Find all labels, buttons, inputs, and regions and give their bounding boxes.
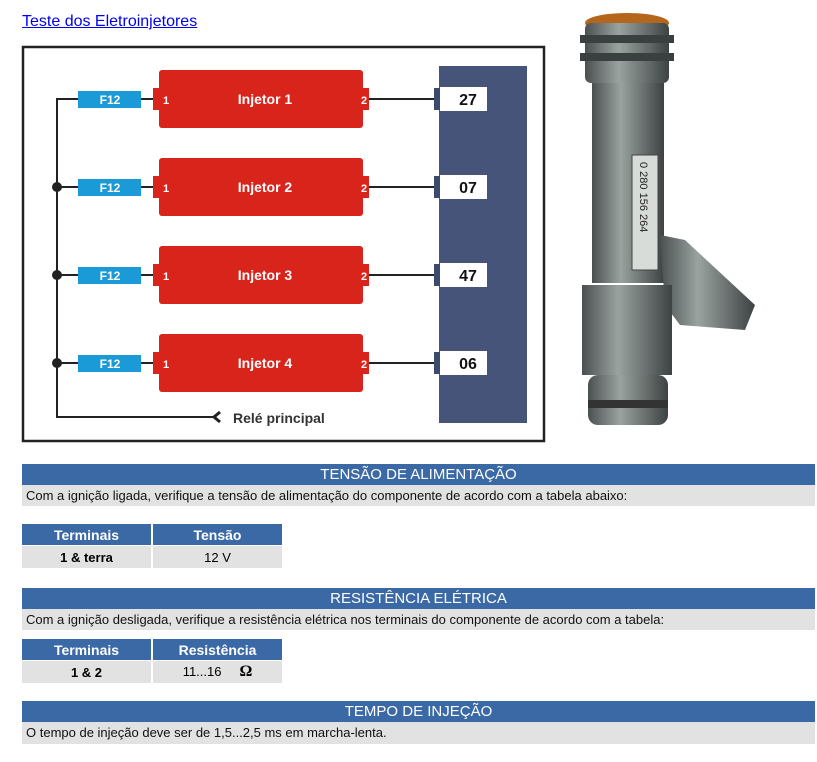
injector-1 xyxy=(159,70,363,128)
ecu-pin-box xyxy=(440,87,487,111)
cell-resistencia: 11...16 Ω xyxy=(152,660,284,683)
ecu-pin-label: 07 xyxy=(459,180,477,197)
cell-terminais: 1 & terra xyxy=(22,545,153,568)
fuse-label: F12 xyxy=(100,269,121,283)
resistencia-header: RESISTÊNCIA ELÉTRICA xyxy=(22,588,815,609)
pin-2-label: 2 xyxy=(361,271,367,283)
fuse-f12 xyxy=(78,179,141,196)
ecu-pin-label: 27 xyxy=(459,92,477,109)
relay-label: Relé principal xyxy=(233,410,325,426)
injector-label: Injetor 2 xyxy=(238,179,293,195)
cell-tensao: 12 V xyxy=(152,545,284,568)
pin-2-label: 2 xyxy=(361,359,367,371)
fuse-label: F12 xyxy=(100,181,121,195)
table-row: 1 & 2 11...16 Ω xyxy=(22,660,284,683)
pin-2-label: 2 xyxy=(361,183,367,195)
injector-3 xyxy=(159,246,363,304)
title-link[interactable]: Teste dos Eletroinjetores xyxy=(22,13,198,30)
resistance-value: 11...16 xyxy=(182,664,222,679)
col-resistencia: Resistência xyxy=(152,639,284,661)
fuse-label: F12 xyxy=(100,93,121,107)
ohm-unit: Ω xyxy=(239,663,253,680)
pin-1-label: 1 xyxy=(163,183,169,195)
injector-label: Injetor 1 xyxy=(238,91,293,107)
tensao-header: TENSÃO DE ALIMENTAÇÃO xyxy=(22,464,815,485)
fuse-f12 xyxy=(78,267,141,284)
col-tensao: Tensão xyxy=(152,524,284,546)
tempo-header: TEMPO DE INJEÇÃO xyxy=(22,701,815,722)
part-number: 0 280 156 264 xyxy=(637,162,649,232)
ecu-pin-box xyxy=(440,351,487,375)
ecu-pin-box xyxy=(440,175,487,199)
col-terminais: Terminais xyxy=(22,524,153,546)
injector-2 xyxy=(159,158,363,216)
injector-label: Injetor 4 xyxy=(238,355,293,371)
pin-2-label: 2 xyxy=(361,95,367,107)
injector-photo: 0 280 156 264 xyxy=(580,13,755,425)
cell-terminais: 1 & 2 xyxy=(22,660,153,683)
col-terminais: Terminais xyxy=(22,639,153,661)
ecu-pin-label: 06 xyxy=(459,356,477,373)
ecu-pin-box xyxy=(440,263,487,287)
tensao-description: Com a ignição ligada, verifique a tensão… xyxy=(22,485,815,506)
fuse-label: F12 xyxy=(100,357,121,371)
fuse-f12 xyxy=(78,91,141,108)
pin-1-label: 1 xyxy=(163,359,169,371)
fuse-f12 xyxy=(78,355,141,372)
ecu-pin-label: 47 xyxy=(459,268,477,285)
pin-1-label: 1 xyxy=(163,95,169,107)
tempo-description: O tempo de injeção deve ser de 1,5...2,5… xyxy=(22,722,815,744)
injector-4 xyxy=(159,334,363,392)
resistencia-description: Com a ignição desligada, verifique a res… xyxy=(22,609,815,630)
injector-label: Injetor 3 xyxy=(238,267,293,283)
pin-1-label: 1 xyxy=(163,271,169,283)
